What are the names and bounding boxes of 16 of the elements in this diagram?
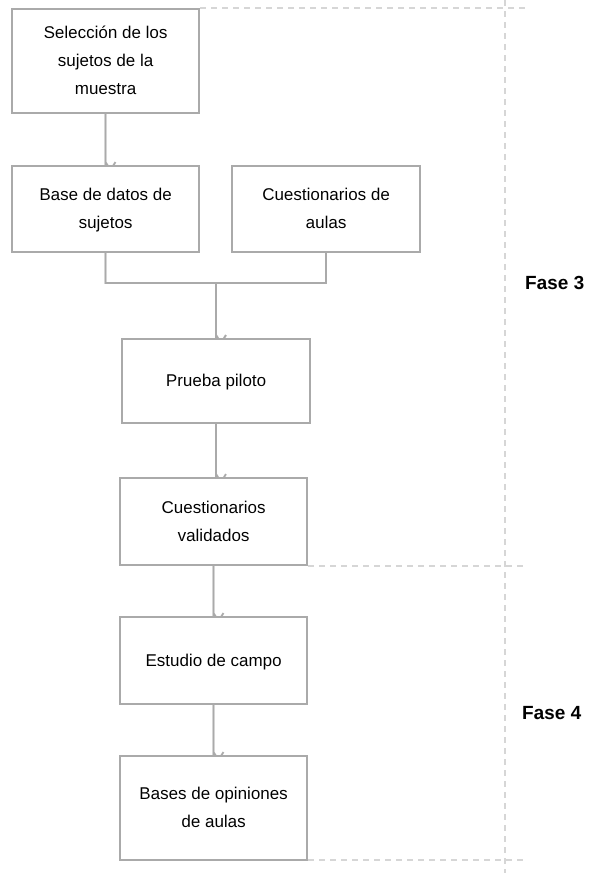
phase-label: Fase 4 (522, 702, 582, 726)
process-box (11, 165, 200, 253)
box-text: Base de datos de sujetos (38, 184, 173, 234)
box-text: Estudio de campo (145, 650, 282, 672)
process-box (119, 616, 308, 705)
process-box (121, 338, 311, 424)
box-text: Cuestionarios de aulas (261, 184, 391, 234)
box-text: Bases de opiniones de aulas (138, 783, 289, 833)
process-box (231, 165, 421, 253)
phase-label: Fase 3 (525, 272, 584, 296)
box-text: Cuestionarios validados (160, 496, 266, 546)
process-box (11, 8, 200, 114)
process-box (119, 755, 308, 861)
box-text: Prueba piloto (166, 370, 266, 392)
process-box (119, 477, 308, 566)
box-text: Selección de los sujetos de la muestra (42, 22, 168, 100)
